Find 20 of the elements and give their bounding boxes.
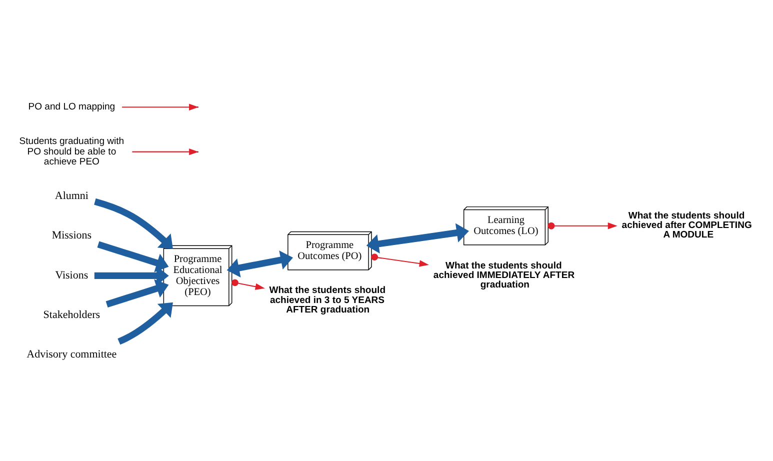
arrow	[97, 240, 169, 272]
node-text: Students graduating with PO should be able to achieve PEO	[19, 136, 124, 168]
arrow	[231, 278, 265, 290]
arrow	[226, 250, 294, 277]
node-text: Stakeholders	[43, 308, 100, 320]
node-text: Advisory committee	[26, 348, 117, 360]
node-text: What the students should achieved after COMPLETING A MODULE	[622, 210, 752, 240]
node-text: What the students should achieved in 3 to 5 YEARS AFTER graduation	[269, 284, 386, 315]
node-text: Alumni	[54, 190, 88, 202]
arrow	[548, 222, 618, 229]
arrow	[122, 103, 199, 110]
arrow	[371, 253, 429, 266]
node-text: Visions	[55, 268, 88, 281]
arrow	[94, 198, 173, 249]
node-text: PO and LO mapping	[28, 101, 116, 112]
node-text: Missions	[52, 229, 92, 242]
arrow	[366, 222, 469, 254]
node-text: What the students should achieved IMMEDIATELY AFTER graduation	[433, 260, 575, 290]
arrow	[106, 278, 169, 308]
arrow	[118, 302, 173, 344]
